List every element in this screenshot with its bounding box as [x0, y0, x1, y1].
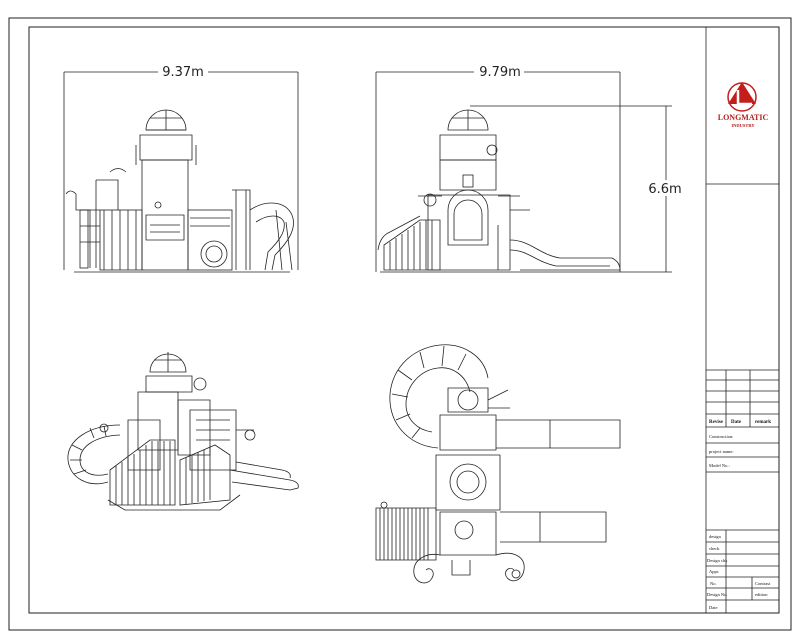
date-header: Date	[731, 420, 742, 425]
design-chk-label: Design chk	[707, 558, 728, 563]
edition-label: edition	[755, 592, 768, 597]
date-label: Date	[709, 605, 718, 610]
front-width-dimension: 9.37m	[162, 65, 204, 80]
no-label: No.	[710, 581, 717, 586]
side-height-dimension: 6.6m	[648, 182, 681, 197]
company-logo: LONGMATIC INDUSTRY	[718, 82, 769, 128]
logo-sub: INDUSTRY	[731, 123, 755, 128]
side-width-dimension: 9.79m	[479, 65, 521, 80]
construction-label: Construction:	[709, 434, 734, 439]
appr-label: Appr.	[709, 569, 719, 574]
logo-name: LONGMATIC	[718, 113, 769, 122]
revise-header: Revise	[709, 420, 724, 425]
side-view: 9.79m 6.6m	[375, 63, 688, 273]
check-label: check	[709, 546, 720, 551]
remark-header: remark	[755, 420, 771, 425]
logo-mark	[728, 82, 756, 104]
inner-frame	[28, 26, 780, 614]
plan-view	[375, 344, 621, 584]
title-block: LONGMATIC INDUSTRY Revise Date remark Co…	[705, 27, 779, 613]
contrast-label: Contrast	[755, 581, 771, 586]
design-no-label: Design No.	[707, 592, 728, 597]
outer-frame	[8, 17, 792, 631]
front-view: 9.37m	[63, 63, 299, 273]
project-name-label: project name:	[709, 449, 734, 454]
design-label: design	[709, 534, 721, 539]
model-no-label: Model No.:	[709, 463, 730, 468]
isometric-view	[67, 352, 299, 511]
